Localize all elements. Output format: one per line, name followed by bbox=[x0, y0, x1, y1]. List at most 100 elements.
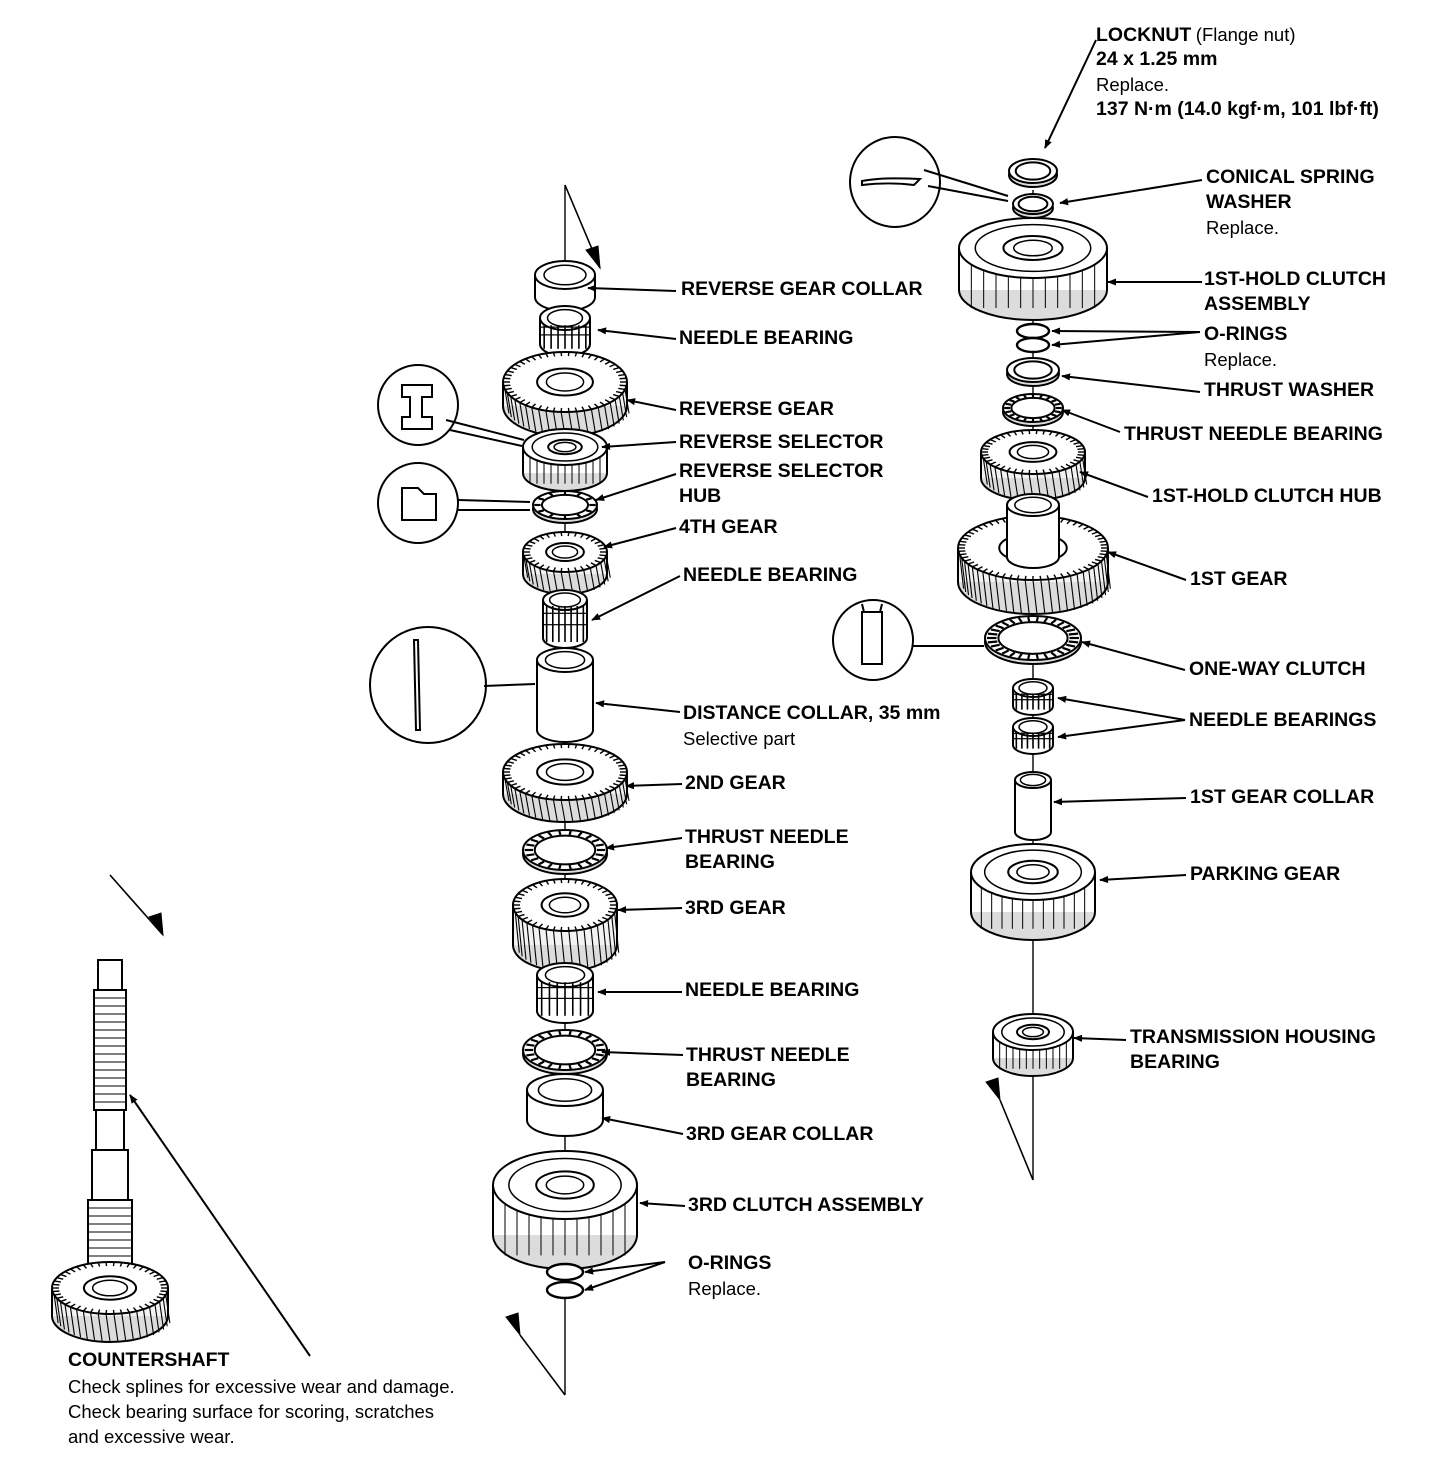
leader-line bbox=[595, 473, 677, 501]
reverse-selector-hub-detail-callout bbox=[377, 462, 459, 544]
1st-hold-clutch-hub bbox=[980, 429, 1088, 501]
one-way-clutch-detail-callout bbox=[832, 599, 914, 681]
label-thrust-needle-bearing-lower-line2: BEARING bbox=[686, 1069, 776, 1091]
countershaft-gear bbox=[51, 1261, 171, 1343]
leader-line bbox=[587, 284, 677, 292]
leader-line bbox=[1053, 797, 1187, 806]
label-needle-bearing-middle: NEEDLE BEARING bbox=[683, 564, 858, 586]
label-reverse-selector: REVERSE SELECTOR bbox=[679, 431, 884, 453]
leader-line bbox=[591, 575, 681, 621]
o-ring-upper-left bbox=[545, 1262, 585, 1282]
leader-line bbox=[1061, 409, 1121, 433]
label-o-rings-right-note: Replace. bbox=[1204, 349, 1278, 370]
leader-line bbox=[1081, 640, 1186, 671]
leader-line bbox=[1044, 39, 1097, 149]
leader-line bbox=[605, 837, 683, 851]
label-1st-gear-collar: 1ST GEAR COLLAR bbox=[1190, 786, 1375, 808]
collar-profile-icon bbox=[412, 639, 422, 731]
leader-line bbox=[625, 782, 683, 790]
left-axis-top-arrow bbox=[564, 184, 601, 270]
1st-gear-hub-sleeve bbox=[1006, 493, 1060, 569]
3rd-gear-collar bbox=[526, 1073, 604, 1137]
label-1st-gear: 1ST GEAR bbox=[1190, 568, 1288, 590]
distance-collar-detail-callout bbox=[369, 626, 487, 744]
leader-line bbox=[617, 906, 683, 914]
callout-link bbox=[445, 419, 525, 441]
label-1st-hold-clutch-assembly-line2: ASSEMBLY bbox=[1204, 293, 1311, 315]
label-conical-spring-washer-line2: WASHER bbox=[1206, 191, 1292, 213]
countershaft-shaft bbox=[87, 959, 133, 1281]
leader-line bbox=[595, 700, 681, 713]
label-locknut: LOCKNUT bbox=[1096, 24, 1192, 46]
callout-link bbox=[483, 683, 536, 687]
reverse-selector-detail-callout bbox=[377, 364, 459, 446]
washer-profile-icon bbox=[861, 177, 923, 187]
label-reverse-gear-collar: REVERSE GEAR COLLAR bbox=[681, 278, 923, 300]
leader-line bbox=[603, 527, 677, 549]
label-locknut-line1: LOCKNUT (Flange nut) bbox=[1096, 22, 1296, 49]
label-locknut-torque: 137 N·m (14.0 kgf·m, 101 lbf·ft) bbox=[1096, 98, 1379, 120]
reverse-selector-tooth-icon bbox=[401, 384, 433, 430]
leader-line bbox=[1107, 551, 1187, 581]
label-thrust-needle-bearing-upper-line1: THRUST NEEDLE bbox=[685, 826, 849, 848]
thrust-washer bbox=[1006, 357, 1060, 387]
label-conical-spring-washer-note: Replace. bbox=[1206, 217, 1280, 238]
hub-tooth-icon bbox=[401, 487, 437, 521]
label-needle-bearing-lower: NEEDLE BEARING bbox=[685, 979, 860, 1001]
label-thrust-needle-bearing-lower-line1: THRUST NEEDLE bbox=[686, 1044, 850, 1066]
transmission-housing-bearing bbox=[992, 1013, 1074, 1077]
leader-line bbox=[584, 1261, 666, 1275]
callout-link bbox=[449, 429, 523, 447]
leader-line bbox=[584, 1261, 666, 1291]
leader-line bbox=[1059, 179, 1203, 206]
o-ring-lower-right bbox=[1015, 336, 1051, 354]
reverse-gear bbox=[502, 351, 630, 437]
countershaft-note-line1: Check splines for excessive wear and dam… bbox=[68, 1376, 455, 1397]
sprag-icon bbox=[861, 611, 883, 665]
countershaft-note-line2: Check bearing surface for scoring, scrat… bbox=[68, 1401, 435, 1422]
leader-line bbox=[639, 1199, 686, 1208]
right-axis-bottom-arrow bbox=[985, 1077, 1034, 1181]
label-countershaft: COUNTERSHAFT bbox=[68, 1349, 230, 1371]
distance-collar bbox=[536, 647, 594, 743]
label-reverse-selector-hub-line2: HUB bbox=[679, 485, 722, 507]
parking-gear bbox=[970, 843, 1096, 941]
3rd-gear bbox=[512, 878, 620, 972]
conical-spring-washer bbox=[1012, 193, 1054, 219]
3rd-clutch-assembly bbox=[492, 1150, 638, 1270]
one-way-clutch bbox=[984, 615, 1082, 665]
label-1st-hold-clutch-assembly-line1: 1ST-HOLD CLUTCH bbox=[1204, 268, 1386, 290]
reverse-selector-hub bbox=[532, 490, 598, 524]
leader-line bbox=[601, 441, 677, 451]
leader-line bbox=[597, 327, 677, 340]
label-2nd-gear: 2ND GEAR bbox=[685, 772, 786, 794]
label-thrust-washer: THRUST WASHER bbox=[1204, 379, 1375, 401]
leader-line bbox=[601, 1048, 684, 1056]
o-ring-upper-right bbox=[1015, 322, 1051, 340]
label-1st-hold-clutch-hub: 1ST-HOLD CLUTCH HUB bbox=[1152, 485, 1382, 507]
label-3rd-gear-collar: 3RD GEAR COLLAR bbox=[686, 1123, 874, 1145]
label-locknut-type: (Flange nut) bbox=[1195, 24, 1296, 45]
label-parking-gear: PARKING GEAR bbox=[1190, 863, 1341, 885]
leader-line bbox=[1099, 874, 1187, 884]
label-locknut-size: 24 x 1.25 mm bbox=[1096, 48, 1218, 70]
o-ring-lower-left bbox=[545, 1280, 585, 1300]
thrust-needle-bearing-right bbox=[1002, 393, 1064, 427]
leader-line bbox=[1057, 695, 1186, 721]
4th-gear bbox=[522, 531, 611, 595]
leader-line bbox=[626, 398, 677, 411]
label-distance-collar: DISTANCE COLLAR, 35 mm bbox=[683, 702, 941, 724]
label-o-rings-left-note: Replace. bbox=[688, 1278, 762, 1299]
label-reverse-gear: REVERSE GEAR bbox=[679, 398, 834, 420]
callout-link bbox=[923, 169, 1009, 197]
label-thrust-needle-bearing-upper-line2: BEARING bbox=[685, 851, 775, 873]
1st-hold-clutch-assembly bbox=[958, 217, 1108, 321]
label-conical-spring-washer-line1: CONICAL SPRING bbox=[1206, 166, 1375, 188]
leader-line bbox=[1051, 331, 1201, 348]
needle-bearing-right-upper bbox=[1012, 678, 1054, 716]
needle-bearing-lower bbox=[536, 962, 594, 1024]
label-locknut-note: Replace. bbox=[1096, 74, 1170, 95]
needle-bearing-middle bbox=[542, 589, 588, 649]
